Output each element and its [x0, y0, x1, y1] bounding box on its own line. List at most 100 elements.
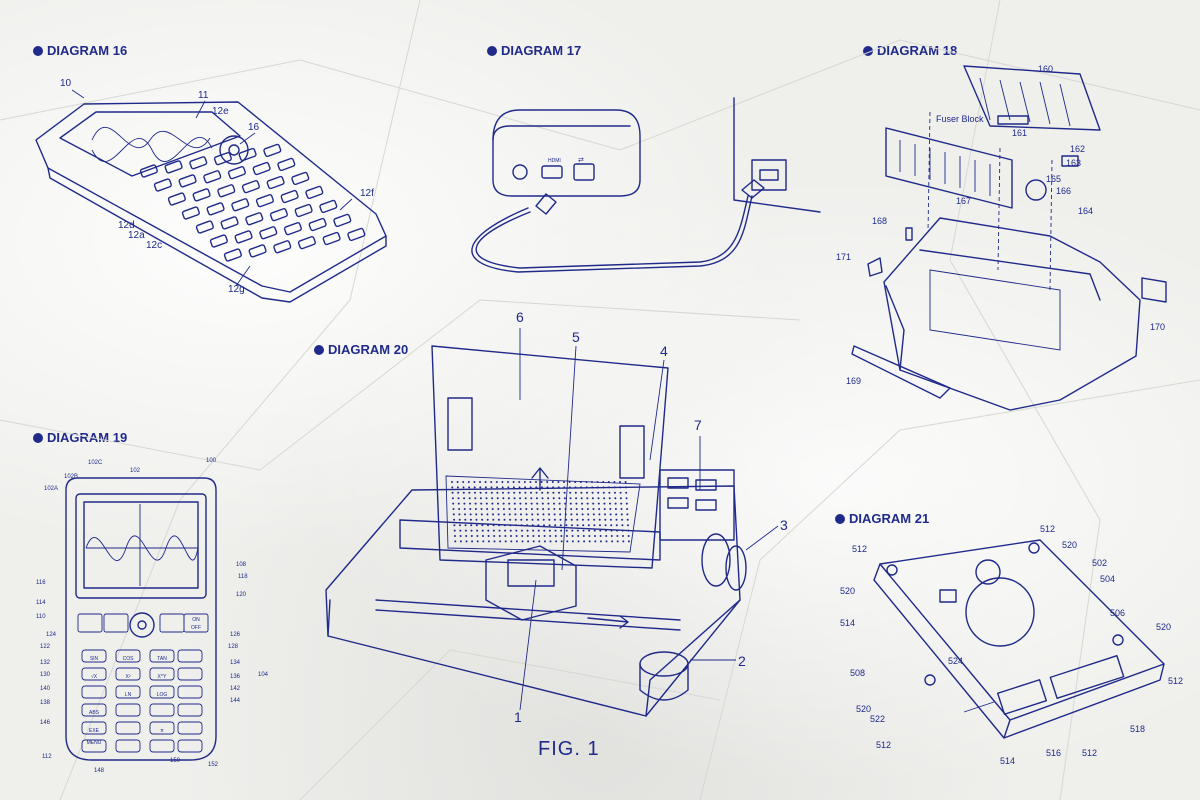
- diagram-17-title: DIAGRAM 17: [487, 43, 581, 58]
- print-dot: [554, 524, 557, 527]
- calc16-key: [333, 213, 352, 228]
- print-dot: [499, 540, 502, 543]
- print-dot: [627, 540, 630, 543]
- print-dot: [593, 529, 596, 532]
- calc16-key: [283, 222, 302, 236]
- print-dot: [468, 497, 471, 500]
- label-138: 138: [40, 700, 51, 706]
- print-dot: [537, 529, 540, 532]
- print-dot: [568, 481, 571, 483]
- print-dot: [497, 518, 500, 521]
- calc16-key: [241, 180, 260, 194]
- print-dot: [509, 518, 512, 521]
- print-dot: [548, 524, 551, 527]
- print-dot: [493, 540, 496, 543]
- print-dot: [576, 524, 579, 527]
- label-7: 7: [694, 417, 702, 433]
- print-dot: [585, 486, 588, 489]
- calc19-key-label: X²: [126, 674, 131, 680]
- print-dot: [536, 513, 539, 516]
- print-dot: [622, 535, 624, 537]
- print-dot: [485, 491, 488, 494]
- label-12a: 12a: [128, 230, 145, 241]
- print-dot: [514, 518, 517, 521]
- print-dot: [496, 497, 499, 500]
- label-162: 162: [1070, 144, 1085, 154]
- print-dot: [566, 535, 568, 537]
- print-dot: [571, 535, 574, 537]
- print-dot: [625, 502, 628, 505]
- print-dot: [536, 502, 539, 505]
- print-dot: [575, 502, 578, 505]
- label-5: 5: [572, 329, 580, 345]
- print-dot: [541, 502, 544, 505]
- print-dot: [465, 535, 468, 537]
- print-dot: [610, 524, 613, 527]
- print-dot: [587, 518, 590, 521]
- print-dot: [471, 540, 474, 543]
- print-dot: [481, 518, 484, 521]
- calc16-key: [294, 203, 313, 218]
- print-dot: [576, 529, 579, 532]
- label-164: 164: [1078, 206, 1093, 216]
- calc19-key-label: MENU: [87, 740, 102, 746]
- print-dot: [592, 508, 595, 510]
- calc19-key-label: √X: [91, 673, 98, 680]
- print-dot: [537, 518, 540, 521]
- label-12g: 12g: [228, 284, 245, 295]
- print-dot: [598, 518, 601, 521]
- label-102a: 102A: [44, 486, 58, 492]
- print-dot: [491, 502, 494, 505]
- print-dot: [554, 535, 557, 537]
- print-dot: [626, 518, 629, 521]
- label-100: 100: [206, 458, 217, 464]
- print-dot: [596, 481, 599, 483]
- calc19-key: [115, 685, 141, 699]
- print-dot: [462, 486, 465, 489]
- print-dot: [474, 502, 477, 505]
- calc19-key: [159, 613, 185, 633]
- print-dot: [569, 497, 572, 500]
- print-dot: [462, 491, 465, 494]
- calc16-key: [181, 206, 200, 220]
- label-122: 122: [40, 644, 51, 650]
- print-dot: [451, 491, 454, 494]
- print-dot: [498, 535, 501, 537]
- print-dot: [530, 502, 533, 505]
- label-114: 114: [36, 600, 46, 606]
- print-dot: [555, 540, 558, 543]
- print-dot: [464, 518, 467, 521]
- print-dot: [588, 540, 591, 543]
- print-dot: [497, 513, 500, 516]
- calc19-key: [81, 685, 107, 699]
- calc16-key: [195, 220, 214, 234]
- label-4: 4: [660, 343, 668, 359]
- print-dot: [515, 529, 518, 532]
- calc19-key: [81, 739, 107, 753]
- print-dot: [480, 502, 483, 505]
- calc16-key: [297, 236, 316, 250]
- print-dot: [626, 508, 629, 510]
- print-dot: [581, 502, 583, 505]
- calc16-key: [234, 230, 253, 244]
- print-dot: [574, 491, 577, 494]
- label-506: 506: [1110, 608, 1125, 618]
- print-dot: [531, 518, 534, 521]
- print-dot: [547, 508, 550, 510]
- calc16-key: [231, 198, 250, 212]
- print-dot: [559, 524, 562, 527]
- print-dot: [525, 513, 528, 516]
- print-dot: [470, 529, 473, 532]
- print-dot: [495, 481, 498, 483]
- calc16-key: [227, 166, 246, 180]
- diagram-20-title-text: DIAGRAM 20: [328, 342, 409, 357]
- label-126: 126: [230, 632, 241, 638]
- print-dot: [474, 491, 476, 494]
- diagram-18-title-text: DIAGRAM 18: [877, 43, 958, 58]
- print-dot: [608, 486, 611, 489]
- print-dot: [453, 518, 456, 521]
- print-dot: [518, 486, 521, 489]
- diagram-19-title: DIAGRAM 19: [33, 430, 127, 445]
- label-170: 170: [1150, 322, 1165, 332]
- calc16-key: [223, 248, 242, 262]
